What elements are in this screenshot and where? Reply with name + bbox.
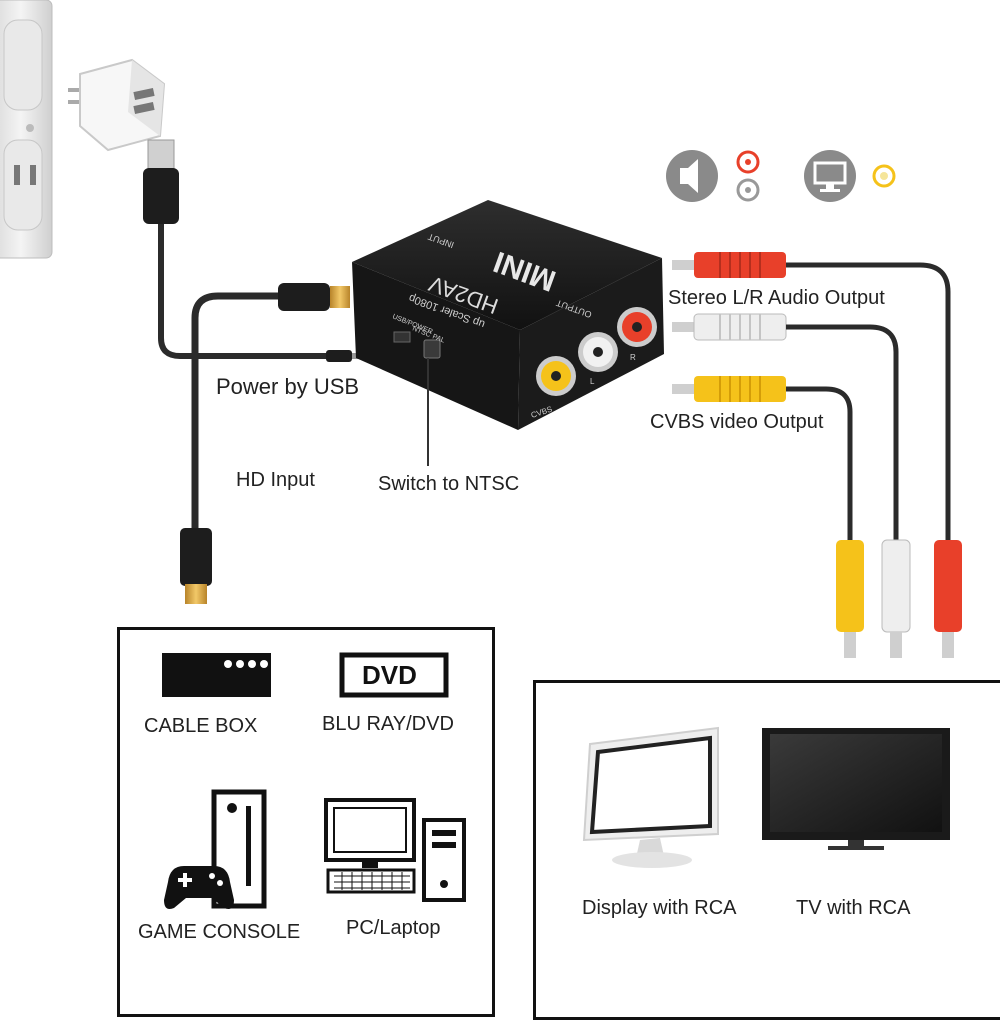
dvd-icon <box>339 652 449 698</box>
source-label-game-console: GAME CONSOLE <box>138 921 301 943</box>
usb-power-port <box>393 331 411 343</box>
rca-port-l <box>578 332 618 372</box>
switch-to-ntsc-label: Switch to NTSC <box>378 473 520 495</box>
power-by-usb-label: Power by USB <box>216 374 360 399</box>
port-r-label: R <box>630 353 636 362</box>
rca-red-white-icon <box>736 150 760 202</box>
source-label-cable-box: CABLE BOX <box>144 715 258 737</box>
game-console-icon <box>164 789 267 909</box>
port-l-label: L <box>590 377 595 386</box>
display-tv-icon <box>762 728 950 850</box>
rca-cable-red <box>672 252 962 658</box>
display-label-tv-with-rca: TV with RCA <box>796 897 911 919</box>
display-label-display-with-rca: Display with RCA <box>582 897 737 919</box>
speaker-icon <box>666 150 718 202</box>
rca-cable-yellow <box>672 376 864 658</box>
rca-port-cvbs <box>536 356 576 396</box>
wall-outlet-icon <box>0 0 53 259</box>
hd-input-label: HD Input <box>236 469 315 491</box>
stereo-output-label: Stereo L/R Audio Output <box>668 287 885 309</box>
source-label-pc-laptop: PC/Laptop <box>346 917 441 939</box>
dvd-badge-text: DVD <box>362 660 417 690</box>
cable-box-icon <box>162 653 271 697</box>
ntsc-pal-switch[interactable] <box>423 339 441 359</box>
monitor-icon <box>804 150 856 202</box>
rca-cable-white <box>672 313 911 658</box>
cvbs-output-label: CVBS video Output <box>650 411 824 433</box>
hdmi-cable <box>180 283 350 604</box>
usb-charger-icon <box>68 58 166 152</box>
pc-icon <box>324 798 466 902</box>
source-label-blu-ray-dvd: BLU RAY/DVD <box>322 713 454 735</box>
rca-port-r <box>617 307 657 347</box>
display-monitor-icon <box>582 726 719 868</box>
rca-yellow-icon <box>872 164 896 188</box>
port-pal-label: PAL <box>431 333 446 344</box>
